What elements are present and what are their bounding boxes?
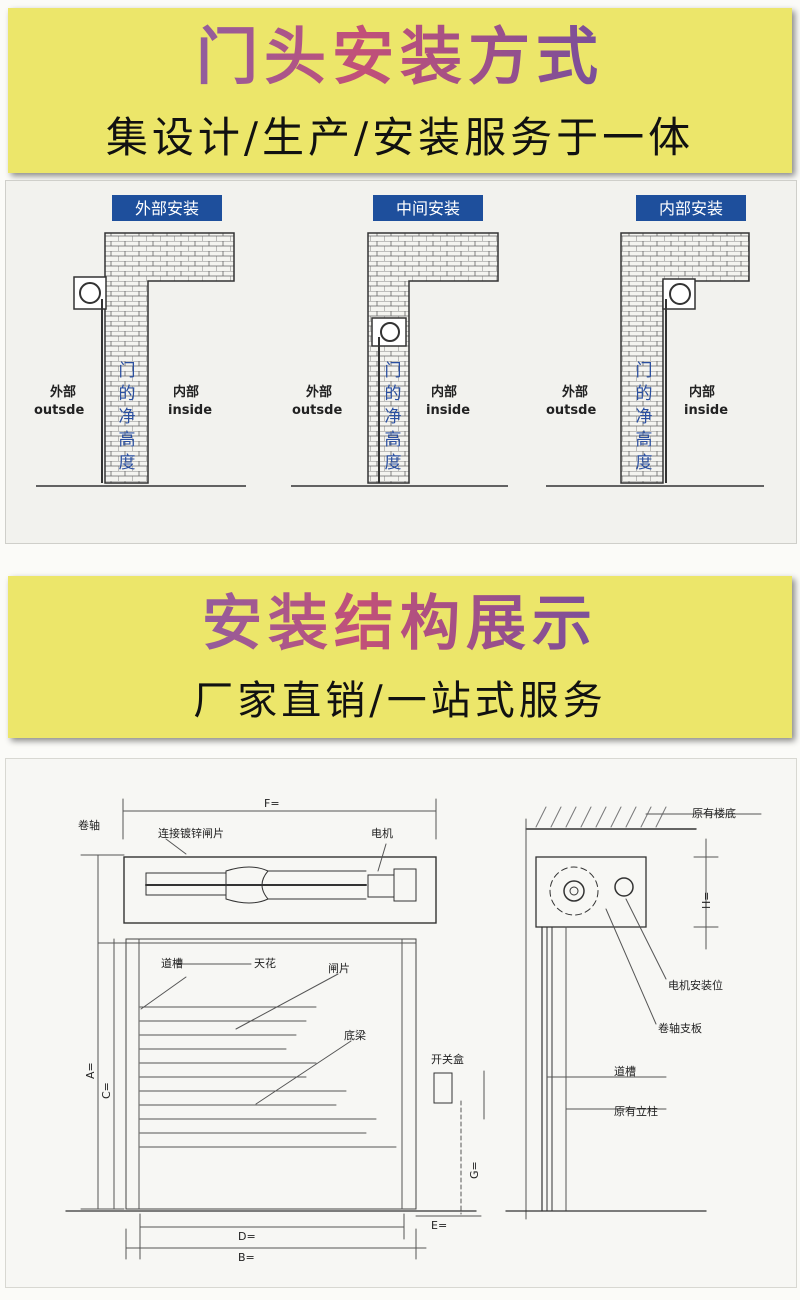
method-middle: 中间安装 外部 outsde 内部 inside 门 的 净 高 度 [291,195,508,487]
outside-cn: 外部 [561,384,588,400]
outside-en: outsde [292,403,342,418]
inside-en: inside [168,403,212,418]
height-char: 的 [385,384,402,404]
height-char: 门 [119,361,136,381]
slab-hatch [535,806,667,828]
switch-box-rect [433,1072,453,1104]
label-motor-pos: 电机安装位 [668,978,723,992]
height-char: 高 [119,430,136,450]
reel-axis [569,886,579,896]
leader-line [140,976,187,1010]
motor-body [367,874,395,898]
roll-drum [79,282,101,304]
label-slats: 闸片 [328,962,350,975]
install-methods-diagram: 外部安装 外部 outsde 内部 inside 门 的 净 高 度 中间安装 [34,195,764,487]
height-char: 度 [119,453,136,473]
outside-en: outsde [34,403,84,418]
label-switch-box: 开关盒 [431,1052,464,1066]
method-label: 外部安装 [135,199,199,218]
method-external: 外部安装 外部 outsde 内部 inside 门 的 净 高 度 [34,195,246,487]
label-h-dim: H= [700,892,713,910]
clear-height-text: 门 的 净 高 度 [636,361,653,473]
motor-circle [614,877,634,897]
label-bottom-beam: 底梁 [344,1028,366,1042]
height-char: 净 [636,407,653,427]
leader-line [165,838,187,855]
door-frame [125,938,417,1210]
roll-drum [380,322,400,342]
leader-line [235,973,339,1030]
height-char: 门 [636,361,653,381]
label-reel: 卷轴 [78,818,100,832]
method-label-bg [636,195,746,221]
label-ceiling: 天花 [254,957,276,970]
banner-structure: 安装结构展示 厂家直销/一站式服务 [8,576,792,738]
method-label: 内部安装 [659,199,723,218]
height-char: 度 [636,453,653,473]
label-floor-slab: 原有楼底 [692,806,736,820]
outside-cn: 外部 [49,384,76,400]
banner-title: 安装结构展示 [8,586,792,662]
structure-diagram: 卷轴 F= 连接镀锌闸片 电机 天花 道槽 闸片 底梁 开关盒 A= C= D=… [65,797,762,1264]
install-methods-panel: 外部安装 外部 outsde 内部 inside 门 的 净 高 度 中间安装 [5,180,797,544]
leader-line [625,898,667,980]
outside-en: outsde [546,403,596,418]
label-b-dim: B= [238,1251,255,1264]
label-g-dim: G= [468,1161,481,1179]
banner-title: 门头安装方式 [8,18,792,96]
wall [367,232,499,484]
reel-roll-circle [549,866,599,916]
leader-line [377,843,387,872]
height-char: 净 [119,407,136,427]
method-internal: 内部安装 外部 outsde 内部 inside 门 的 净 高 度 [546,195,764,487]
side-bracket [535,856,647,928]
reel-housing [123,856,437,924]
motor-gear [393,868,417,902]
label-side-track: 道槽 [614,1064,636,1078]
height-char: 度 [385,453,402,473]
inside-cn: 内部 [431,384,457,400]
inside-en: inside [684,403,728,418]
label-a-dim: A= [84,1062,97,1079]
clear-height-text: 门 的 净 高 度 [119,361,136,473]
label-link-slats: 连接镀锌闸片 [158,826,224,840]
method-label-bg [112,195,222,221]
label-c-dim: C= [100,1082,113,1099]
height-char: 门 [385,361,402,381]
inside-cn: 内部 [173,384,199,400]
reel-shaft-circle [563,880,585,902]
label-motor: 电机 [371,826,393,840]
height-char: 的 [636,384,653,404]
structure-panel: 卷轴 F= 连接镀锌闸片 电机 天花 道槽 闸片 底梁 开关盒 A= C= D=… [5,758,797,1288]
slat-roll-edge [267,870,367,900]
slat-roll [225,866,269,904]
method-label-bg [373,195,483,221]
height-char: 高 [385,430,402,450]
height-char: 的 [119,384,136,404]
leader-line [605,908,657,1025]
inside-cn: 内部 [689,384,715,400]
label-f-dim: F= [264,797,280,810]
banner-install-methods: 门头安装方式 集设计/生产/安装服务于一体 [8,8,792,173]
wall [104,232,235,484]
label-d-dim: D= [238,1230,256,1243]
clear-height-text: 门 的 净 高 度 [385,361,402,473]
label-e-dim: E= [431,1219,447,1232]
label-reel-plate: 卷轴支板 [658,1021,702,1035]
banner-subtitle: 集设计/生产/安装服务于一体 [105,113,695,162]
inside-en: inside [426,403,470,418]
roll-drum [669,283,691,305]
method-label: 中间安装 [396,199,460,218]
label-column: 原有立柱 [614,1104,658,1118]
outside-cn: 外部 [305,384,332,400]
height-char: 高 [636,430,653,450]
leader-line [255,1040,352,1105]
label-track: 道槽 [161,956,183,970]
banner-subtitle: 厂家直销/一站式服务 [193,678,607,724]
height-char: 净 [385,407,402,427]
